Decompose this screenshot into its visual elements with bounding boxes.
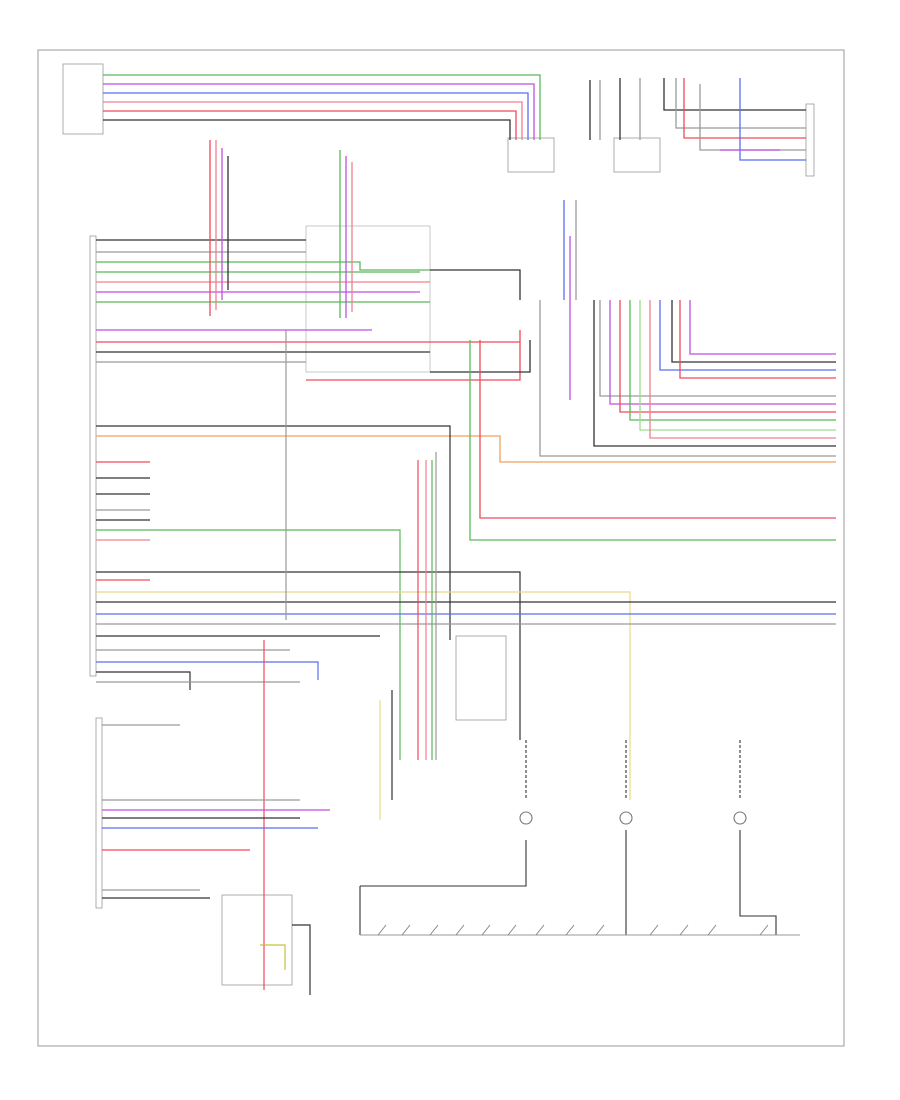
wire (103, 110, 517, 140)
switch-contact (481, 924, 491, 936)
wire (96, 529, 401, 760)
top-left-component (62, 63, 104, 135)
wire (103, 83, 535, 140)
switch-contact (401, 924, 411, 936)
switch-contact (455, 924, 465, 936)
wires-middle (96, 330, 836, 990)
wire (479, 340, 836, 519)
wire (360, 840, 527, 887)
wires-top (103, 74, 806, 161)
wire (430, 269, 521, 300)
wire (699, 84, 806, 151)
switch-contact (377, 924, 387, 936)
switch-contact (429, 924, 439, 936)
wire (683, 78, 806, 139)
switch-contact (707, 924, 717, 936)
wire (649, 300, 836, 439)
wire (96, 261, 430, 271)
switch-contact (595, 924, 605, 936)
switch-contacts (377, 924, 769, 936)
switch-contact (759, 924, 769, 936)
wires-upper (96, 140, 577, 400)
diagram-frame (37, 49, 845, 1047)
wire (659, 300, 836, 371)
wire (469, 340, 836, 541)
center-relay (455, 635, 507, 721)
switch-contact (649, 924, 659, 936)
wires-right (96, 300, 836, 541)
wire (96, 435, 836, 463)
switch-contact (565, 924, 575, 936)
wire (96, 571, 521, 740)
main-module (89, 235, 97, 677)
wire (306, 330, 521, 381)
wire (593, 300, 836, 447)
wire (103, 92, 529, 140)
wire (739, 830, 777, 935)
wire (629, 300, 836, 421)
wire (430, 340, 531, 373)
wire (103, 119, 511, 140)
switch-bar (359, 740, 800, 936)
wire (609, 300, 836, 405)
wire (103, 101, 523, 140)
wire (663, 78, 806, 111)
wire (739, 78, 806, 161)
lower-left-module (95, 717, 103, 909)
wire (96, 661, 319, 680)
wire (619, 300, 836, 413)
center-box (305, 225, 431, 373)
right-side-connector (805, 103, 815, 177)
wire (679, 300, 836, 379)
switch-contact (535, 924, 545, 936)
ground-symbol (519, 811, 533, 825)
wire (599, 300, 836, 397)
wire (639, 300, 836, 431)
wire (96, 591, 631, 800)
top-center-connector (507, 137, 555, 173)
ground-symbol (619, 811, 633, 825)
top-right-connector (613, 137, 661, 173)
wires-lower-left (102, 724, 330, 995)
wire (671, 300, 836, 363)
wire (539, 300, 836, 457)
ground-symbol (733, 811, 747, 825)
wire (96, 671, 191, 690)
wire (96, 425, 451, 640)
bottom-left-box (221, 894, 293, 986)
wire (103, 74, 541, 140)
switch-contact (679, 924, 689, 936)
wire (292, 924, 311, 995)
wire (260, 944, 286, 970)
wire (689, 300, 836, 355)
switch-contact (507, 924, 517, 936)
wire (675, 78, 806, 129)
